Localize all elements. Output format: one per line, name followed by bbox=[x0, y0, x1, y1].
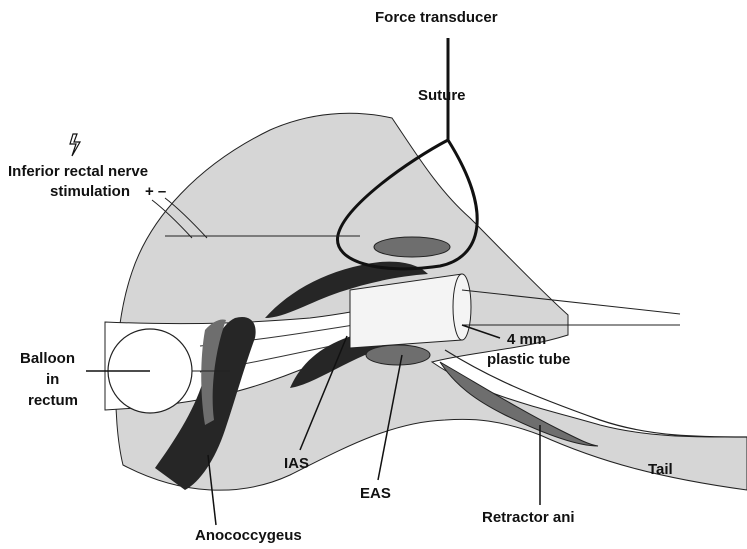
label-eas: EAS bbox=[360, 485, 391, 502]
eas-lower-muscle bbox=[366, 345, 430, 365]
label-plastic-tube: plastic tube bbox=[487, 351, 570, 368]
label-ias: IAS bbox=[284, 455, 309, 472]
label-force-transducer: Force transducer bbox=[375, 9, 498, 26]
label-inferior-rectal-nerve: Inferior rectal nerve bbox=[8, 163, 148, 180]
lightning-bolt-icon bbox=[70, 134, 80, 156]
eas-upper-muscle bbox=[374, 237, 450, 257]
label-balloon-in: in bbox=[46, 371, 59, 388]
label-tail: Tail bbox=[648, 461, 673, 478]
label-suture: Suture bbox=[418, 87, 466, 104]
label-balloon-rectum: rectum bbox=[28, 392, 78, 409]
plastic-tube-end bbox=[453, 274, 471, 340]
label-electrode-polarity: + – bbox=[145, 183, 166, 200]
label-tube-size: 4 mm bbox=[507, 331, 546, 348]
label-retractor-ani: Retractor ani bbox=[482, 509, 575, 526]
label-stimulation: stimulation bbox=[50, 183, 130, 200]
label-balloon: Balloon bbox=[20, 350, 75, 367]
label-anococcygeus: Anococcygeus bbox=[195, 527, 302, 544]
